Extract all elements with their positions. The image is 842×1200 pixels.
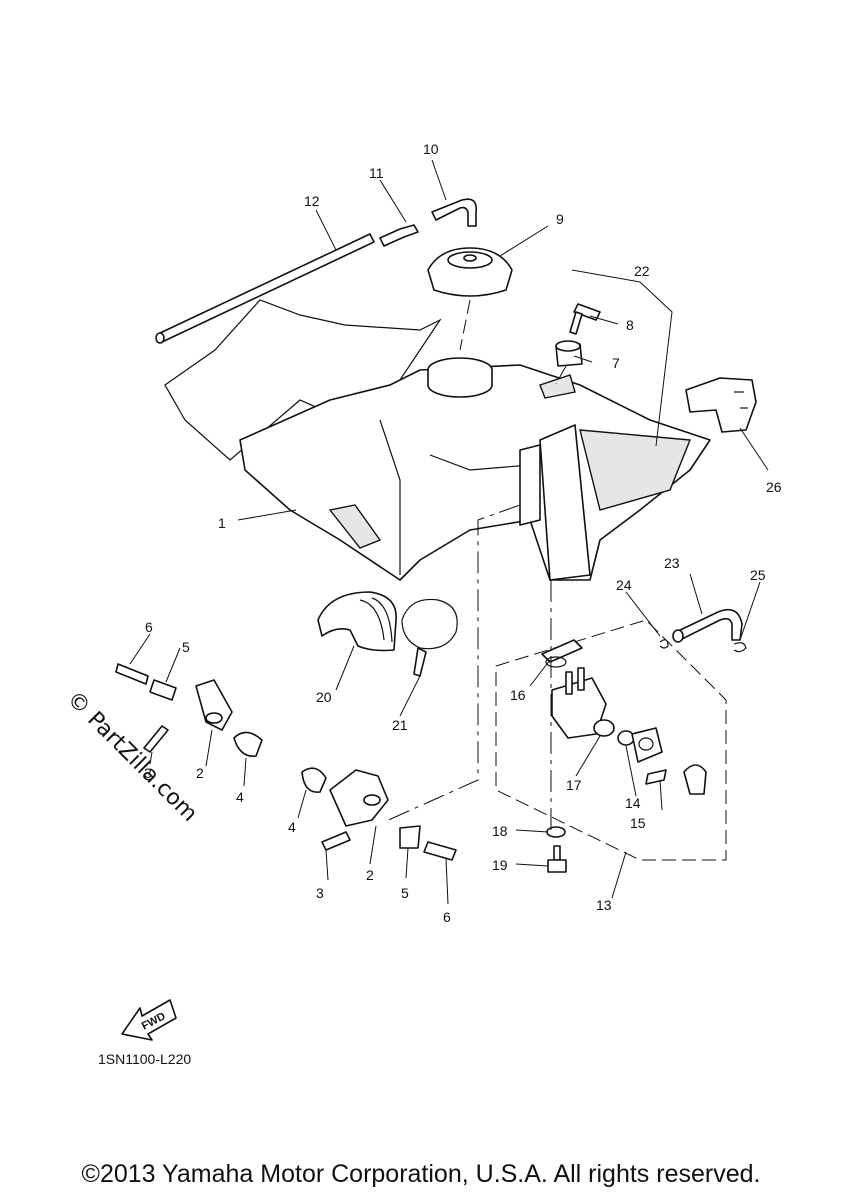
callout-26: 26 <box>766 479 782 495</box>
callout-9: 9 <box>556 211 564 227</box>
callout-23: 23 <box>664 555 680 571</box>
screw-19 <box>547 845 567 873</box>
grommet-7 <box>555 340 583 367</box>
bolt-6-lower <box>423 841 457 861</box>
diagram-code: 1SN1100-L220 <box>98 1051 191 1067</box>
callout-7: 7 <box>612 355 620 371</box>
washer-18 <box>546 826 566 838</box>
clip-25 <box>733 642 747 653</box>
callout-3: 3 <box>316 885 324 901</box>
gasket-16 <box>541 639 583 668</box>
callout-2: 2 <box>196 765 204 781</box>
clip-24 <box>659 639 669 649</box>
bolt-6-upper <box>115 663 149 685</box>
callout-1: 1 <box>218 515 226 531</box>
breather-hose-assembly <box>155 198 478 344</box>
collar-5-lower <box>399 825 421 849</box>
bracket-left-upper <box>115 663 263 757</box>
callout-15: 15 <box>630 815 646 831</box>
grommet-4-upper <box>233 731 263 757</box>
collar-5-upper <box>149 679 177 701</box>
callout-4: 4 <box>288 819 296 835</box>
callout-22: 22 <box>634 263 650 279</box>
callout-5: 5 <box>401 885 409 901</box>
partzilla-watermark: © PartZilla.com <box>62 687 202 827</box>
assembly-line-bracket <box>383 504 521 823</box>
callout-24: 24 <box>616 577 632 593</box>
callout-6: 6 <box>443 909 451 925</box>
side-cover-outline <box>164 299 442 461</box>
callout-21: 21 <box>392 717 408 733</box>
assembly-line-grommet <box>555 365 567 385</box>
callout-4: 4 <box>236 789 244 805</box>
fuel-cock-boundary <box>495 619 727 861</box>
callout-20: 20 <box>316 689 332 705</box>
fuel-cap <box>427 247 513 297</box>
callout-14: 14 <box>625 795 641 811</box>
fwd-arrow: FWD <box>121 999 177 1041</box>
bracket-lower <box>301 767 457 861</box>
callout-25: 25 <box>750 567 766 583</box>
fuel-hose-23 <box>672 608 743 643</box>
leader-lines <box>129 159 769 905</box>
callout-16: 16 <box>510 687 526 703</box>
callout-2: 2 <box>366 867 374 883</box>
damper-20 <box>317 591 397 652</box>
grommet-4-lower <box>301 767 327 793</box>
fuel-cock-13 <box>551 667 707 795</box>
callout-8: 8 <box>626 317 634 333</box>
callout-19: 19 <box>492 857 508 873</box>
callout-5: 5 <box>182 639 190 655</box>
tank-bracket-26 <box>685 377 757 433</box>
callout-numbers: 1 2 2 3 3 4 4 5 5 6 6 7 8 9 10 11 12 13 … <box>144 141 782 925</box>
band-21 <box>401 598 458 677</box>
callout-17: 17 <box>566 777 582 793</box>
copyright-footer: ©2013 Yamaha Motor Corporation, U.S.A. A… <box>81 1160 761 1188</box>
fuel-tank <box>239 357 711 581</box>
callout-13: 13 <box>596 897 612 913</box>
bolt-3-lower <box>321 831 351 851</box>
assembly-line-cap <box>459 299 471 351</box>
callout-11: 11 <box>369 165 384 181</box>
callout-12: 12 <box>304 193 320 209</box>
bolt-8 <box>569 303 601 335</box>
callout-3: 3 <box>144 765 152 781</box>
callout-6: 6 <box>145 619 153 635</box>
callout-10: 10 <box>423 141 439 157</box>
bolt-3-upper <box>143 725 169 753</box>
callout-18: 18 <box>492 823 508 839</box>
